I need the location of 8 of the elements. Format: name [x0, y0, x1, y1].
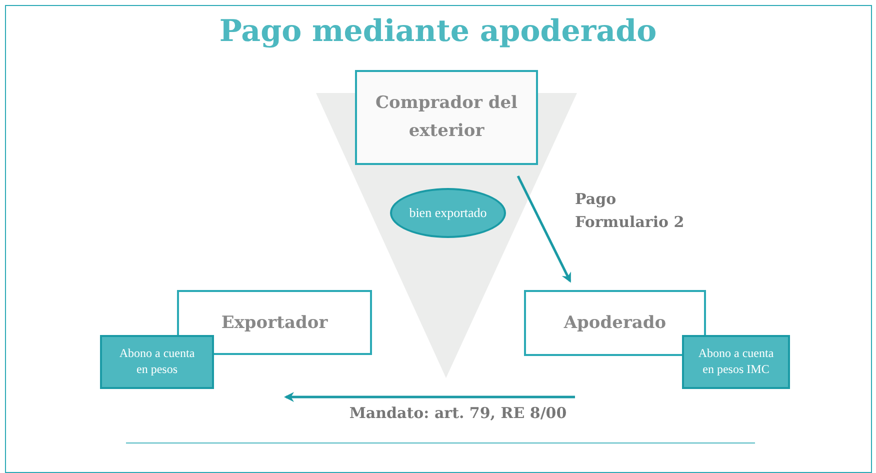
arrow [284, 392, 575, 402]
arrow [516, 175, 572, 283]
edge-label: Pago Formulario 2 [575, 189, 686, 232]
account-box: Abono a cuenta en pesos [100, 335, 214, 389]
party-box: Comprador del exterior [355, 70, 538, 165]
title: Pago mediante apoderado [218, 14, 658, 49]
edge-label: Mandato: art. 79, RE 8/00 [348, 403, 568, 424]
account-box: Abono a cuenta en pesos IMC [682, 335, 790, 389]
